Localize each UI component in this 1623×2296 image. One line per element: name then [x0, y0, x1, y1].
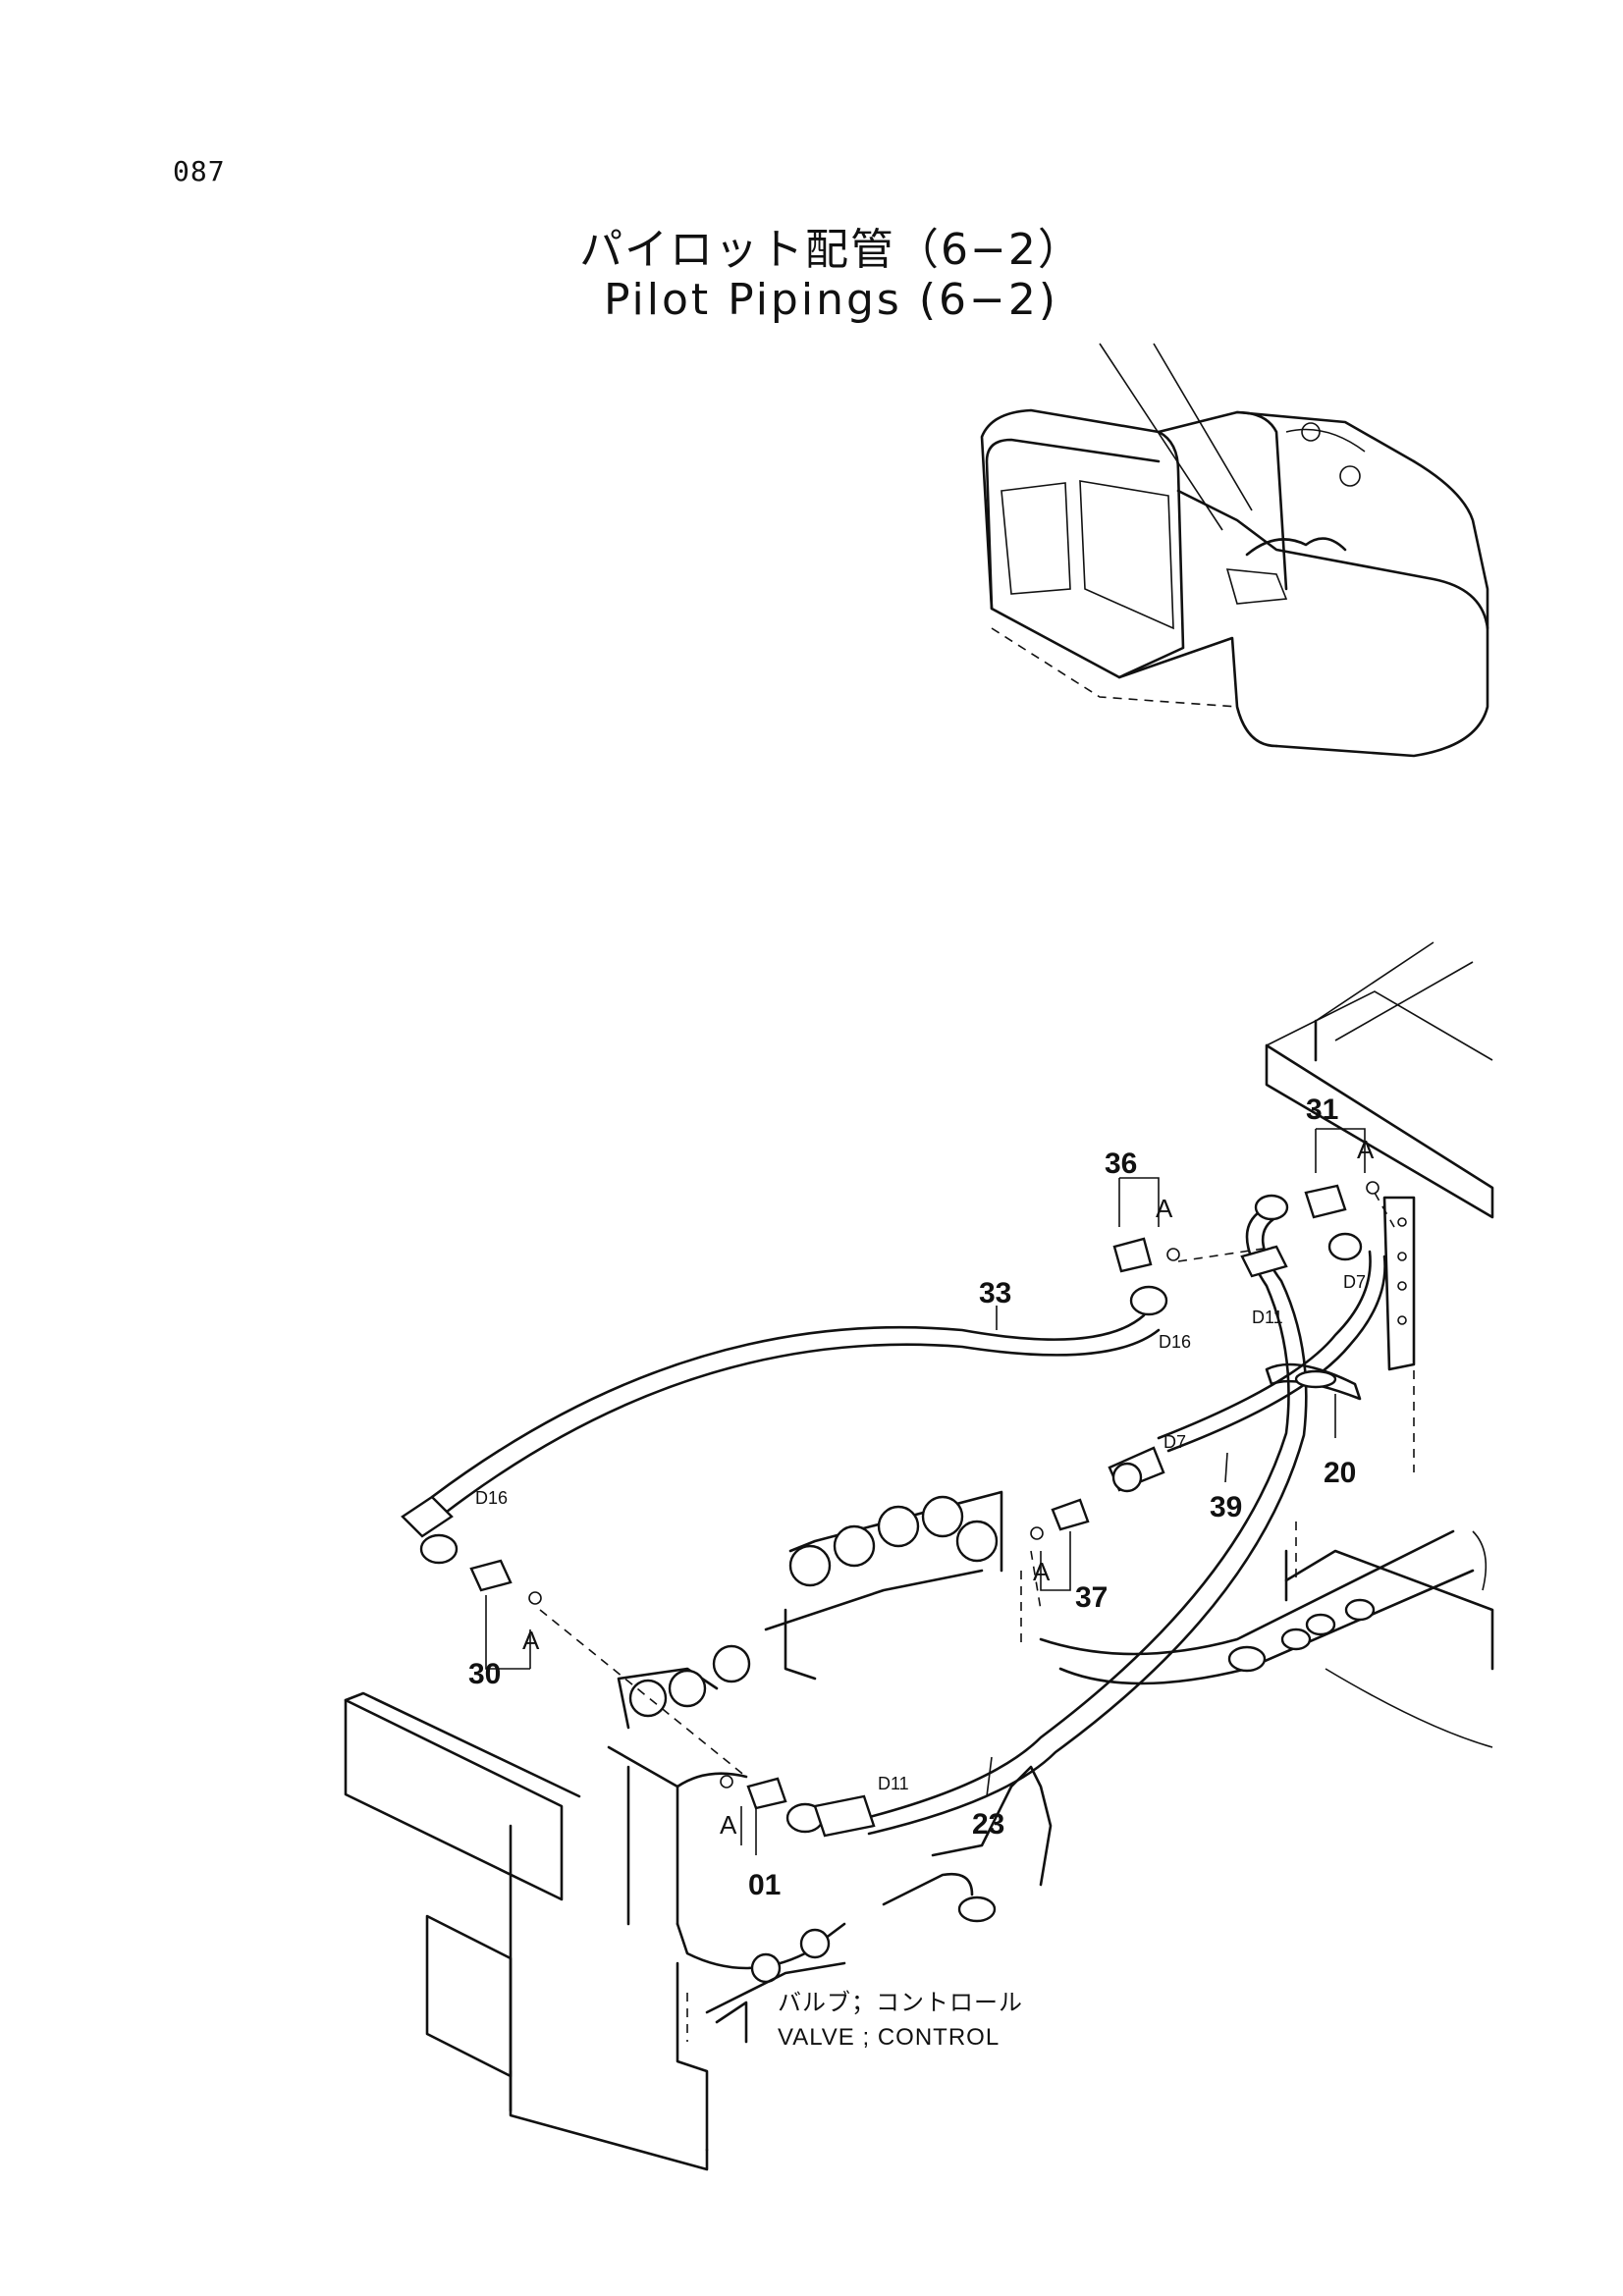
- part-label-39: 39: [1210, 1491, 1242, 1523]
- part-label-31: 31: [1306, 1094, 1338, 1126]
- a-mark-36: A: [1156, 1194, 1173, 1223]
- excavator-overview-illustration: [980, 343, 1489, 758]
- hose-tag-d7-mid: D7: [1163, 1432, 1186, 1452]
- fittings: [401, 1181, 1380, 1838]
- hose-tag-d16-right: D16: [1159, 1332, 1191, 1352]
- leader-lines: [485, 1128, 1395, 1855]
- hose-size-tags: D16 D16 D11 D11 D7 D7: [475, 1272, 1366, 1793]
- hoses: [430, 1205, 1386, 1836]
- part-label-30: 30: [468, 1658, 501, 1690]
- hose-tag-d7-top: D7: [1343, 1272, 1366, 1292]
- part-label-33: 33: [979, 1277, 1011, 1309]
- part-labels: 33 36 31 20 39 37 30 23 01: [468, 1094, 1356, 1901]
- caption-english: VALVE ; CONTROL: [778, 2024, 1000, 2051]
- page-number: 087: [173, 155, 226, 187]
- part-label-20: 20: [1324, 1457, 1356, 1489]
- control-valve-body: [344, 1490, 1053, 2171]
- hose-tag-d11-bottom: D11: [878, 1774, 909, 1793]
- a-mark-31: A: [1357, 1135, 1375, 1164]
- part-label-37: 37: [1075, 1581, 1108, 1614]
- part-label-36: 36: [1105, 1148, 1137, 1180]
- frame-structure: [1039, 941, 1494, 1748]
- a-reference-marks: A A A A A: [522, 1135, 1375, 1840]
- part-label-01: 01: [748, 1869, 781, 1901]
- hose-tag-d11-top: D11: [1252, 1308, 1283, 1327]
- a-mark-01: A: [720, 1810, 737, 1840]
- a-mark-37: A: [1033, 1557, 1051, 1586]
- a-mark-30: A: [522, 1626, 540, 1655]
- hose-tag-d16-left: D16: [475, 1488, 508, 1508]
- page-title-japanese: パイロット配管（6−2）: [579, 225, 1083, 275]
- part-label-23: 23: [972, 1808, 1004, 1841]
- caption-japanese: バルブ；コントロール: [778, 1990, 1023, 2016]
- page-title-english: Pilot Pipings (6−2): [603, 275, 1059, 325]
